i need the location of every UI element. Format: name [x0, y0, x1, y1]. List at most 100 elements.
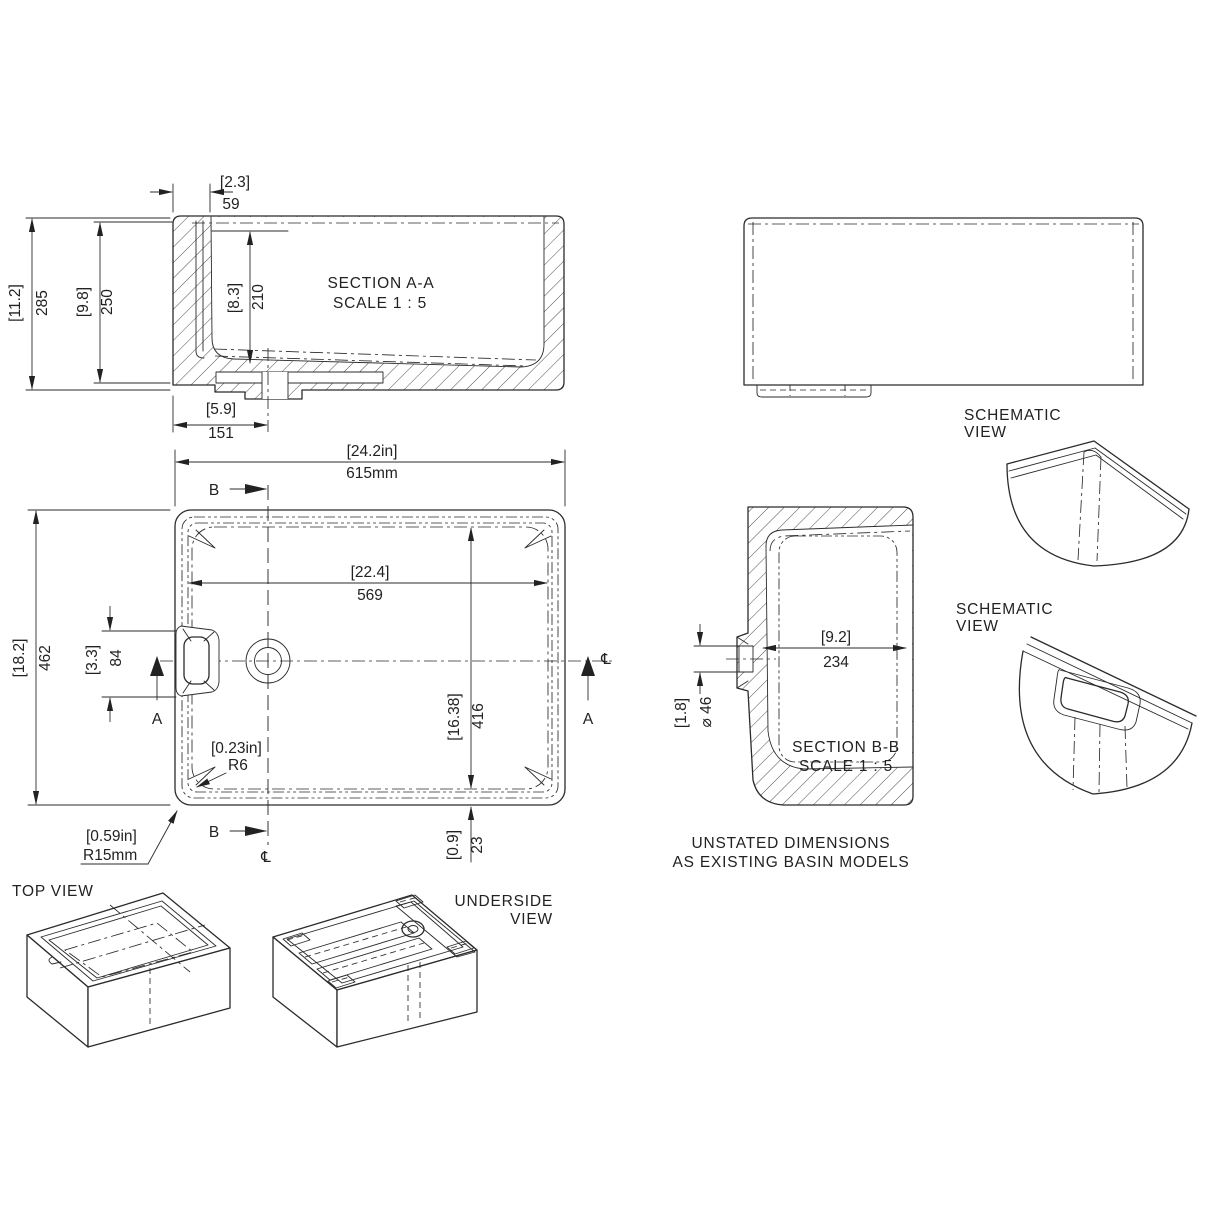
schematic2-label-line2: VIEW	[956, 618, 999, 635]
section-aa-title: SECTION A-A	[328, 275, 435, 292]
schematic2-label-line1: SCHEMATIC	[956, 601, 1053, 618]
dim-plan-height-outer-inch: [18.2]	[11, 639, 28, 678]
section-b-marker-top: B	[209, 482, 267, 499]
section-aa-view: [2.3] 59 [11.2] 285 [9.8] 250 [8.3] 210	[7, 174, 565, 442]
leader-radius-outer: [0.59in] R15mm	[80, 810, 178, 865]
dim-plan-overflow-inch: [3.3]	[84, 645, 101, 675]
dim-bb-width: [9.2] 234	[762, 629, 907, 671]
dim-plan-width-inner-inch: [22.4]	[351, 564, 390, 581]
dim-plan-length-inner-mm: 416	[470, 703, 487, 729]
dim-bb-hole-mm: ⌀ 46	[698, 697, 715, 728]
front-corner-lines	[752, 222, 1134, 383]
dim-aa-depth-inch: [8.3]	[226, 283, 243, 313]
overflow-boss-chamfers	[736, 636, 749, 689]
underside-drain-boss	[401, 920, 425, 938]
plan-rim-edge-2	[187, 522, 553, 793]
section-aa-cavity-outline	[210, 216, 545, 368]
underside-view-label-line2: VIEW	[510, 911, 553, 928]
marker-a-right-label: A	[583, 711, 594, 728]
section-bb-rim-hidden	[769, 530, 911, 552]
dim-aa-foot-inch: [5.9]	[206, 401, 236, 418]
front-schematic-view: SCHEMATIC VIEW	[743, 217, 1144, 441]
dim-aa-wall-mm: 59	[222, 196, 239, 213]
underside-mounting-pads	[282, 894, 475, 989]
section-aa-scale: SCALE 1 : 5	[333, 295, 427, 312]
plan-bowl-bottom	[191, 526, 549, 790]
dim-aa-wall-inch: [2.3]	[220, 174, 250, 191]
section-bb-title: SECTION B-B	[792, 739, 900, 756]
schematic1-label-line1: SCHEMATIC	[964, 407, 1061, 424]
section-aa-liner-lines	[192, 220, 559, 432]
centerline-symbol-bottom: ℄	[260, 849, 271, 866]
dim-plan-overflow-mm: 84	[108, 649, 125, 667]
drain-hole-outer	[245, 638, 291, 684]
marker-b-bottom-label: B	[209, 824, 219, 841]
underside-channels	[298, 900, 476, 981]
dim-plan-length-inner-inch: [16.38]	[446, 693, 463, 740]
dim-plan-length-inner: [16.38] 416	[446, 527, 487, 789]
dim-plan-rim-gap-inch: [0.9]	[445, 830, 462, 860]
dim-plan-rim-gap: [0.9] 23	[445, 806, 486, 863]
section-bb-scale: SCALE 1 : 5	[799, 758, 893, 775]
dim-aa-height-outer-inch: [11.2]	[7, 284, 24, 322]
underside-view-label-line1: UNDERSIDE	[455, 893, 554, 910]
dim-aa-foot: [5.9] 151	[172, 395, 268, 442]
marker-b-top-label: B	[209, 482, 219, 499]
note-line2: AS EXISTING BASIN MODELS	[672, 854, 909, 871]
section-aa-drain-slot	[262, 372, 288, 399]
section-aa-drain-channel	[215, 371, 384, 384]
isometric-top-view: TOP VIEW	[12, 883, 231, 1048]
section-aa-cavity	[211, 217, 544, 367]
schematic1-label-line2: VIEW	[964, 424, 1007, 441]
note-line1: UNSTATED DIMENSIONS	[692, 835, 891, 852]
dim-bb-hole: [1.8] ⌀ 46	[673, 624, 742, 728]
dim-plan-height-outer-mm: 462	[37, 645, 54, 671]
section-bb-hidden-wall	[778, 535, 898, 763]
centerline-symbol-right: ℄	[600, 651, 611, 668]
dim-aa-depth-mm: 210	[250, 284, 267, 310]
dim-plan-overflow: [3.3] 84	[84, 606, 177, 722]
top-view-label: TOP VIEW	[12, 883, 94, 900]
dim-aa-foot-mm: 151	[208, 425, 234, 442]
section-bb-outline	[736, 506, 914, 806]
dim-bb-width-inch: [9.2]	[821, 629, 851, 646]
isometric-underside-view: UNDERSIDE VIEW	[272, 893, 554, 1048]
dim-plan-width-inner-mm: 569	[357, 587, 383, 604]
radius-inner-inch: [0.23in]	[211, 740, 262, 757]
section-a-marker-right: A ℄	[581, 651, 611, 728]
front-foot	[756, 384, 872, 398]
dim-aa-height-rim-mm: 250	[99, 289, 116, 315]
dim-aa-height-outer: [11.2] 285	[7, 217, 171, 391]
dim-aa-depth: [8.3] 210	[211, 230, 289, 364]
leader-radius-inner: [0.23in] R6	[196, 740, 262, 788]
section-a-marker-left: A	[150, 656, 164, 728]
dim-plan-width-outer: [24.2in] 615mm	[174, 443, 566, 507]
schematic-overflow-detail: SCHEMATIC VIEW	[956, 601, 1197, 795]
dim-plan-width-outer-mm: 615mm	[346, 465, 398, 482]
front-outline	[743, 217, 1144, 386]
drain-hole-inner	[254, 647, 282, 675]
dim-bb-width-mm: 234	[823, 654, 849, 671]
dim-aa-height-rim-inch: [9.8]	[75, 287, 92, 317]
dim-plan-rim-gap-mm: 23	[469, 836, 486, 853]
dim-aa-height-rim: [9.8] 250	[75, 221, 174, 384]
section-b-marker-bottom: B ℄	[209, 824, 271, 866]
marker-a-left-label: A	[152, 711, 163, 728]
radius-outer-inch: [0.59in]	[86, 828, 137, 845]
section-bb-cavity	[766, 525, 912, 769]
section-aa-drain-slot-walls	[261, 371, 289, 400]
radius-outer-mm: R15mm	[83, 847, 137, 864]
dim-plan-width-inner: [22.4] 569	[188, 564, 548, 604]
dim-bb-hole-inch: [1.8]	[673, 698, 690, 728]
dim-aa-wall: [2.3] 59	[150, 174, 250, 213]
schematic-corner-detail	[1006, 440, 1190, 567]
dim-aa-height-outer-mm: 285	[34, 290, 51, 316]
plan-view: A A ℄ B B ℄ [24.2in] 615mm [22.4]	[11, 443, 612, 866]
overflow-recess	[175, 625, 220, 697]
dim-plan-height-outer: [18.2] 462	[11, 509, 171, 806]
section-bb-view: [9.2] 234 [1.8] ⌀ 46 SECTION B-B SCALE 1…	[672, 506, 914, 871]
section-bb-cavity-outline	[765, 524, 914, 770]
dim-plan-width-outer-inch: [24.2in]	[347, 443, 398, 460]
